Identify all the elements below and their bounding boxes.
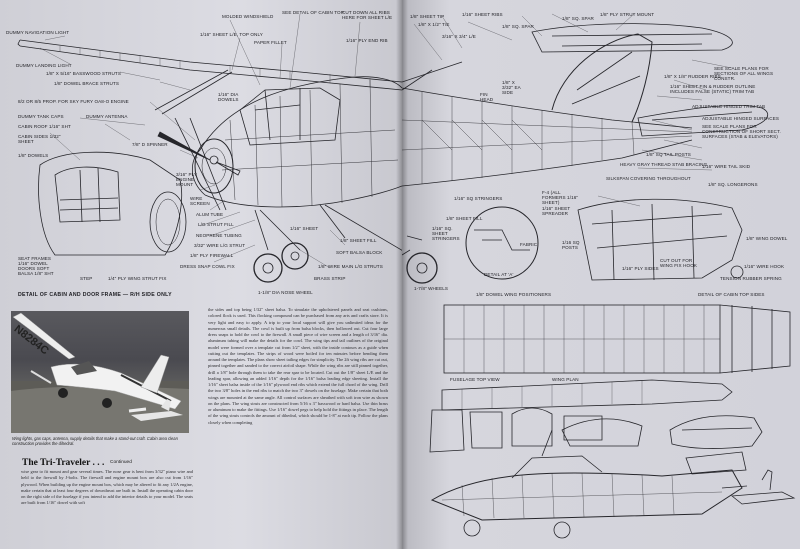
cabin-detail-caption: DETAIL OF CABIN AND DOOR FRAME — R/H SID… — [18, 292, 172, 298]
label-v2-te: 1/8" X 1/2" T/E — [418, 22, 450, 27]
label-wing-plan: WING PLAN — [552, 377, 579, 382]
label-ply-wing-strut-fix: 1/4" PLY WING STRUT FIX — [108, 276, 167, 281]
label-ply-strut-mount: 1/8" PLY STRUT MOUNT — [600, 12, 655, 17]
label-sq-spar-b: 1/8" SQ. SPAR — [562, 16, 594, 21]
label-engine-mount: 3/16" PLY ENGINE MOUNT — [176, 172, 198, 187]
label-sheet-le-top-only: 1/16" SHEET L/E, TOP ONLY — [200, 32, 263, 37]
label-fin-head: FIN HEAD — [480, 92, 494, 102]
label-neoprene-tubing: NEOPRENE TUBING — [196, 233, 242, 238]
label-wheels: 1-7/8" WHEELS — [414, 286, 449, 291]
label-wire-tail-skid: 1/16" WIRE TAIL SKID — [702, 164, 751, 169]
label-cut-out-wing-fix-hook: CUT OUT FOR WING FIX HOOK — [660, 258, 698, 268]
label-alum-tube: ALUM TUBE — [196, 212, 224, 217]
story-continued: Continued — [110, 460, 132, 465]
label-molded-windshield: MOLDED WINDSHIELD — [222, 14, 274, 19]
cutaway-drawing-left — [17, 13, 402, 283]
label-heavy-gray-thread: HEAVY GRAY THREAD STAB BRACING — [620, 162, 708, 167]
label-sq-longerons: 1/8" SQ. LONGERONS — [708, 182, 758, 187]
label-sq-tail-posts: 1/8" SQ TAIL POSTS — [646, 152, 691, 157]
label-wing-dowel: 1/8" WING DOWEL — [746, 236, 788, 241]
label-detail-at-a: DETAIL AT 'A' — [484, 272, 514, 277]
article-column-1: wise gear to fit mount and gear several … — [21, 469, 193, 506]
label-seat-frames: SEAT FRAMES 1/16" DOWEL DOORS SOFT BALSA… — [18, 256, 54, 276]
book-gutter — [396, 0, 408, 549]
label-fin-rudder-outline: 1/16" SHEET FIN & RUDDER OUTLINE INCLUDE… — [670, 84, 756, 94]
label-sq-stringers: 1/16" SQ STRINGERS — [454, 196, 503, 201]
label-silkspan-covering: SILKSPAN COVERING THROUGHOUT — [606, 176, 691, 181]
article-column-2: the sides and top being 1/32" sheet bals… — [208, 307, 388, 425]
label-wire-lg-strut: 3/32" WIRE L/G STRUT — [194, 243, 246, 248]
label-fuselage-top-view: FUSELAGE TOP VIEW — [450, 377, 500, 382]
photo-caption: Wing lights, gas caps, antenna, supply d… — [12, 436, 178, 447]
label-step: STEP — [80, 276, 93, 281]
label-le: 3/16" X 3/4" L/E — [442, 34, 476, 39]
label-dress-snap-cowl-fix: DRESS SNAP COWL FIX — [180, 264, 235, 269]
label-ea-side: 1/8" X 3/32" EA SIDE — [502, 80, 521, 95]
label-see-detail-cabin-top: SEE DETAIL OF CABIN TOP — [282, 10, 344, 15]
model-photo: N8284C — [11, 311, 189, 433]
label-ply-firewall: 1/8" PLY FIREWALL — [190, 253, 234, 258]
label-rudder-ribs: 1/8" X 1/8" RUDDER RIBS — [664, 74, 721, 79]
label-dummy-tank-caps: DUMMY TANK CAPS — [18, 114, 64, 119]
label-sheet-tip: 1/8" SHEET TIP — [410, 14, 445, 19]
label-dowels-left: 1/8" DOWELS — [18, 153, 49, 158]
label-adjustable-trim-tab: ADJUSTABLE HINGED TRIM TAB — [692, 104, 766, 109]
label-wire-hook: 1/16" WIRE HOOK — [744, 264, 785, 269]
label-lg-strut-fill: L/G STRUT FILL — [198, 222, 234, 227]
label-sheet-fill-r: 1/8" SHEET FILL — [446, 216, 483, 221]
label-wire-screen: WIRE SCREEN — [190, 196, 210, 206]
label-cabin-sides: CABIN SIDES 1/32" SHEET — [18, 134, 61, 144]
story-title: The Tri-Traveler . . . — [22, 458, 105, 468]
label-basswood-struts: 1/8" X 5/16" BASSWOOD STRUTS — [46, 71, 121, 76]
label-sq-spar-a: 1/8" SQ. SPAR — [502, 24, 534, 29]
label-dummy-landing-light: DUMMY LANDING LIGHT — [16, 63, 72, 68]
right-page: 1/8" SHEET TIP 1/8" PLY STRUT MOUNT 1/8"… — [402, 0, 800, 549]
label-sheet-spreader: 1/16" SHEET SPREADER — [542, 206, 571, 216]
label-dummy-antenna: DUMMY ANTENNA — [86, 114, 128, 119]
label-dowel-wing-positioners: 1/8" DOWEL WING POSITIONERS — [476, 292, 552, 297]
label-prop-engine: 8/2 OR 8/5 PROP. FOR SKY FURY OA8-O ENGI… — [18, 99, 129, 104]
label-adjustable-hinged-surfaces: ADJUSTABLE HINGED SURFACES — [702, 116, 780, 121]
label-tension-rubber-spring: TENSION RUBBER SPRING — [720, 276, 782, 281]
label-sheet-mid: 1/16" SHEET — [290, 226, 319, 231]
left-page: DUMMY NAVIGATION LIGHT MOLDED WINDSHIELD… — [0, 0, 402, 549]
label-soft-balsa-block: SOFT BALSA BLOCK — [336, 250, 383, 255]
label-paper-fillet: PAPER FILLET — [254, 40, 287, 45]
label-see-scale-plans-2: SEE SCALE PLANS FOR CONSTRUCTION OF SHOR… — [702, 124, 781, 139]
label-sq-posts: 1/16 SQ POSTS — [562, 240, 580, 250]
label-ply-sides: 1/16" PLY SIDES — [622, 266, 659, 271]
label-dummy-navigation-light: DUMMY NAVIGATION LIGHT — [6, 30, 70, 35]
label-brass-strip: BRASS STRIP — [314, 276, 346, 281]
label-detail-cabin-top-sides: DETAIL OF CABIN TOP SIDES — [698, 292, 765, 297]
label-see-scale-plans: SEE SCALE PLANS FOR SECTIONS OF ALL WING… — [714, 66, 774, 81]
label-sq-stringers-b: 1/16" SQ. SHEET STRINGERS — [432, 226, 460, 241]
label-sheet-ribs: 1/16" SHEET RIBS — [462, 12, 503, 17]
label-spinner: 7/8" D SPINNER — [132, 142, 168, 147]
label-dia-nose-wheel: 1-1/8" DIA NOSE WHEEL — [258, 290, 313, 295]
label-cabin-roof: CABIN ROOF 1/16" SHT — [18, 124, 71, 129]
label-ply-end-rib: 1/16" PLY END RIB — [346, 38, 388, 43]
label-dia-dowels: 1/16" DIA DOWELS — [218, 92, 239, 102]
model-airplane-image — [11, 312, 189, 433]
label-dowel-brace-struts: 1/8" DOWEL BRACE STRUTS — [54, 81, 120, 86]
label-cut-down-all-ribs: CUT DOWN ALL RIBS HERE FOR SHEET L/E — [342, 10, 393, 20]
label-sheet-fill: 1/8" SHEET FILL — [340, 238, 377, 243]
label-f4-sheet: F-4 (ALL FORMERS 1/16" SHEET) — [542, 190, 579, 205]
label-wire-main-lg-struts: 1/8" WIRE MAIN L/G STRUTS — [318, 264, 383, 269]
label-fabric: FABRIC — [520, 242, 538, 247]
cutaway-drawing-right — [402, 13, 796, 539]
